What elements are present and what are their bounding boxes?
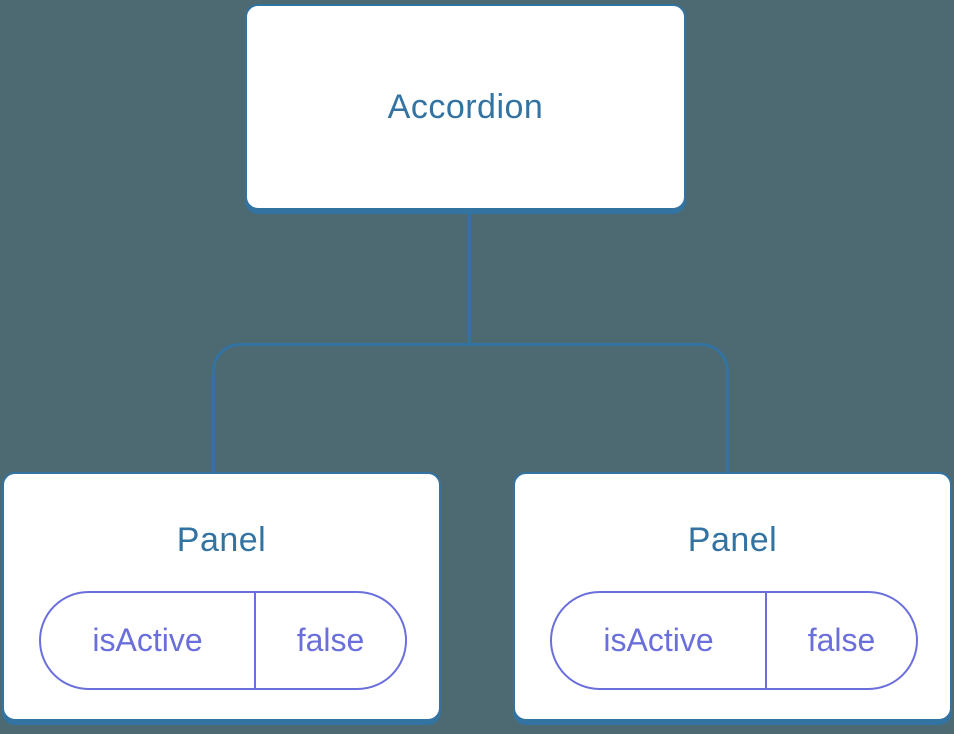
accordion-node: Accordion: [245, 4, 686, 210]
panel-node-left: Panel isActive false: [2, 472, 441, 721]
state-key: isActive: [41, 593, 256, 688]
panel-node-right: Panel isActive false: [513, 472, 952, 721]
state-value: false: [296, 622, 365, 658]
state-value: false: [807, 622, 876, 658]
state-pill: isActive false: [39, 591, 407, 690]
accordion-node-label: Accordion: [387, 87, 544, 126]
state-key: isActive: [552, 593, 767, 688]
connector-bracket: [212, 343, 729, 473]
state-pill: isActive false: [550, 591, 918, 690]
connector-stem: [468, 209, 471, 346]
panel-node-label: Panel: [176, 521, 267, 559]
panel-node-label: Panel: [687, 521, 778, 559]
